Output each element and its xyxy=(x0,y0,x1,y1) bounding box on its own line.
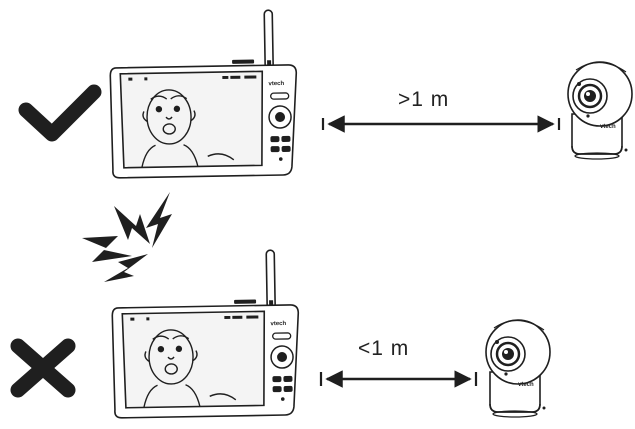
baby-unit xyxy=(566,60,634,161)
parent-unit xyxy=(110,248,301,419)
checkmark-icon xyxy=(18,84,102,142)
baby-unit xyxy=(484,318,552,419)
distance-label-correct: >1 m xyxy=(398,88,449,111)
interference-icon xyxy=(82,192,172,282)
parent-unit xyxy=(108,8,299,179)
distance-indicator xyxy=(319,370,478,388)
incorrect-placement: <1 m xyxy=(10,248,552,419)
cross-icon xyxy=(10,338,76,398)
distance-indicator xyxy=(321,115,561,133)
correct-placement: >1 m xyxy=(18,8,634,179)
distance-label-incorrect: <1 m xyxy=(358,337,409,360)
